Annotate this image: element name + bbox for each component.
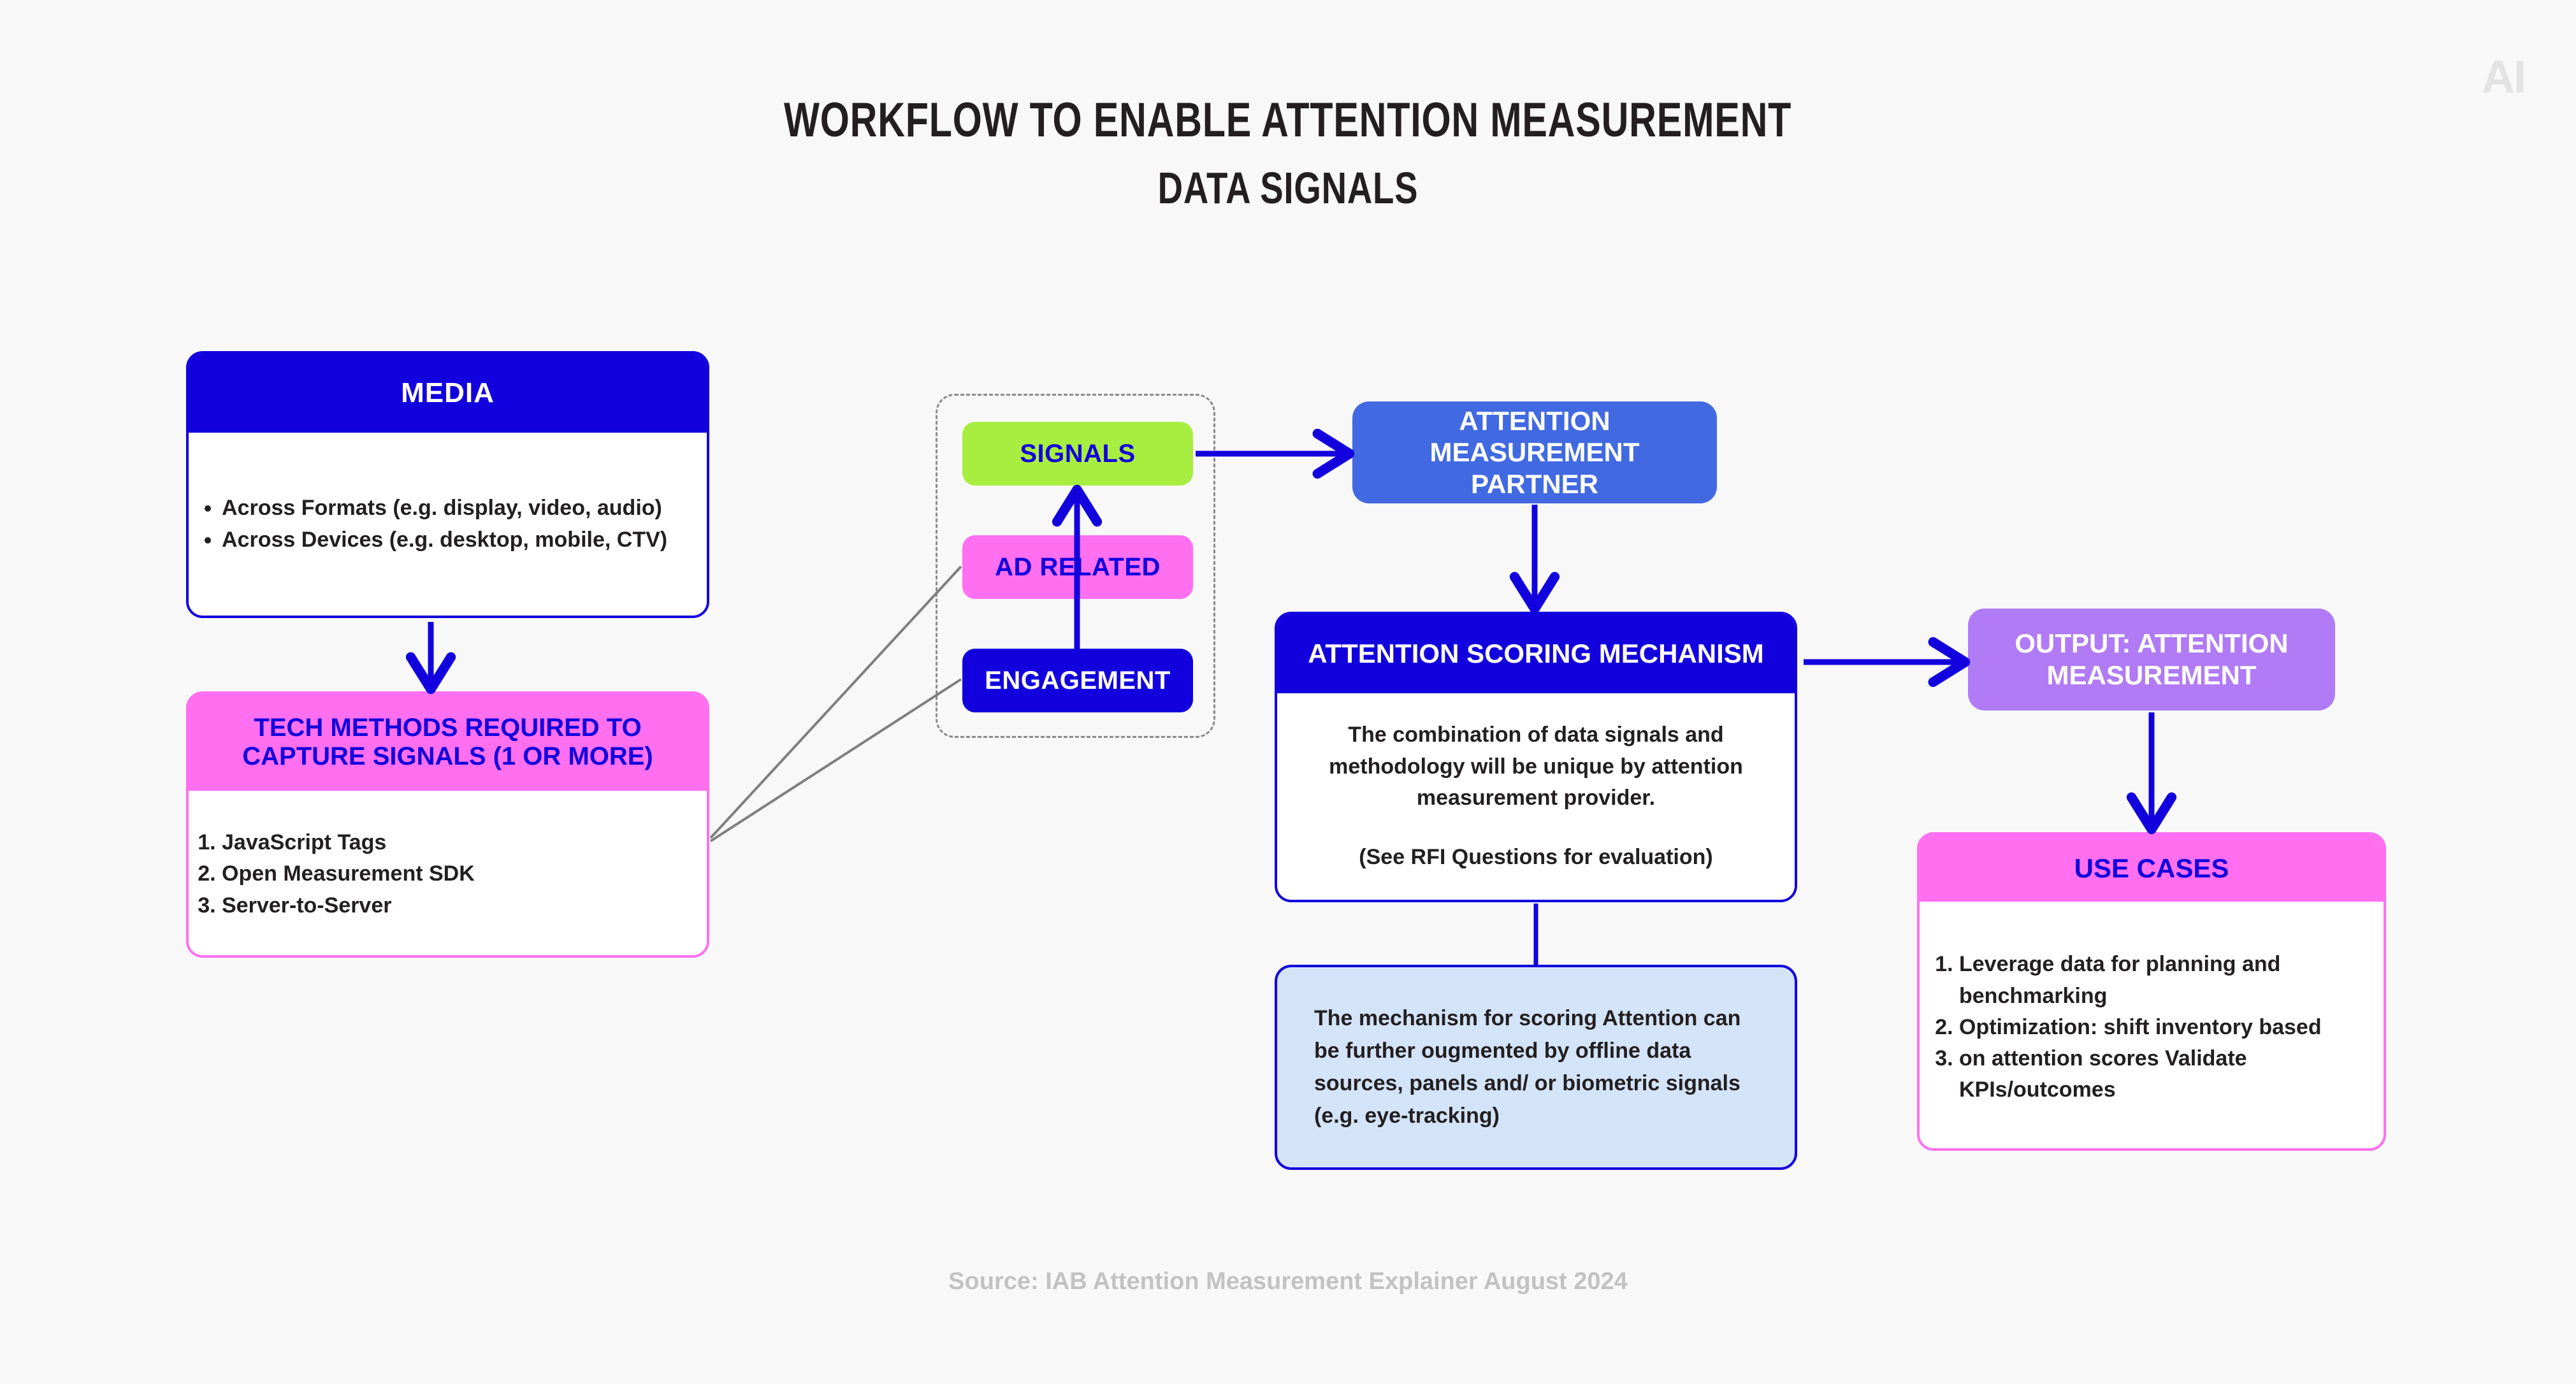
note-augment-text: The mechanism for scoring Attention can … [1314,1006,1741,1128]
list-item: JavaScript Tags [222,827,475,858]
card-scoring-body: The combination of data signals and meth… [1277,693,1795,900]
box-output-line2: MEASUREMENT [2046,660,2257,690]
card-media-header: MEDIA [189,354,707,433]
card-use-cases-body: Leverage data for planning and benchmark… [1920,902,2384,1148]
list-item: Across Formats (e.g. display, video, aud… [222,493,667,524]
list-item: Open Measurement SDK [222,858,475,890]
box-partner-line2: MEASUREMENT PARTNER [1429,437,1640,499]
list-item: Across Devices (e.g. desktop, mobile, CT… [222,524,667,556]
list-item: Leverage data for planning and benchmark… [1959,949,2361,1012]
list-item: Optimization: shift inventory based [1959,1012,2361,1043]
card-use-cases[interactable]: USE CASES Leverage data for planning and… [1917,832,2386,1151]
card-tech-methods-header-text: TECH METHODS REQUIRED TO CAPTURE SIGNALS… [242,714,653,770]
card-use-cases-header-text: USE CASES [2074,853,2229,883]
page-subtitle: DATA SIGNALS [0,162,2576,213]
ai-watermark-logo: AI [2482,52,2526,103]
pill-engagement-label: ENGAGEMENT [985,666,1171,695]
page-title-text: WORKFLOW TO ENABLE ATTENTION MEASUREMENT [784,93,1792,147]
card-tech-methods-list: JavaScript Tags Open Measurement SDK Ser… [189,827,475,921]
card-use-cases-header: USE CASES [1920,835,2384,902]
pill-signals-label: SIGNALS [1020,439,1136,468]
card-scoring-paragraph-1: The combination of data signals and meth… [1329,723,1743,810]
connector-tech-to-ad-related [709,565,962,839]
connector-tech-to-engagement [709,678,962,842]
list-item: Server-to-Server [222,890,475,921]
pill-ad-related[interactable]: AD RELATED [962,535,1193,599]
note-augment-offline-data[interactable]: The mechanism for scoring Attention can … [1275,965,1797,1170]
card-tech-methods-body: JavaScript Tags Open Measurement SDK Ser… [189,791,707,955]
card-use-cases-list: Leverage data for planning and benchmark… [1920,949,2384,1106]
list-item: on attention scores Validate KPIs/outcom… [1959,1043,2361,1106]
box-output-line1: OUTPUT: ATTENTION [2015,628,2289,659]
card-attention-scoring-mechanism[interactable]: ATTENTION SCORING MECHANISM The combinat… [1275,612,1797,902]
pill-signals[interactable]: SIGNALS [962,422,1193,486]
card-tech-methods-header: TECH METHODS REQUIRED TO CAPTURE SIGNALS… [189,694,707,791]
card-scoring-header-text: ATTENTION SCORING MECHANISM [1308,638,1764,669]
pill-ad-related-label: AD RELATED [995,552,1161,581]
page-title: WORKFLOW TO ENABLE ATTENTION MEASUREMENT [0,92,2576,148]
card-media[interactable]: MEDIA Across Formats (e.g. display, vide… [186,351,709,618]
card-media-body: Across Formats (e.g. display, video, aud… [189,433,707,616]
card-scoring-paragraph-2: (See RFI Questions for evaluation) [1359,845,1713,870]
box-partner-line1: ATTENTION [1459,405,1610,436]
source-note: Source: IAB Attention Measurement Explai… [948,1268,1628,1295]
card-media-header-text: MEDIA [401,377,495,409]
pill-engagement[interactable]: ENGAGEMENT [962,649,1193,712]
page-subtitle-text: DATA SIGNALS [1157,163,1419,213]
card-tech-methods[interactable]: TECH METHODS REQUIRED TO CAPTURE SIGNALS… [186,691,709,958]
card-media-list: Across Formats (e.g. display, video, aud… [189,493,667,556]
card-scoring-header: ATTENTION SCORING MECHANISM [1277,614,1795,693]
